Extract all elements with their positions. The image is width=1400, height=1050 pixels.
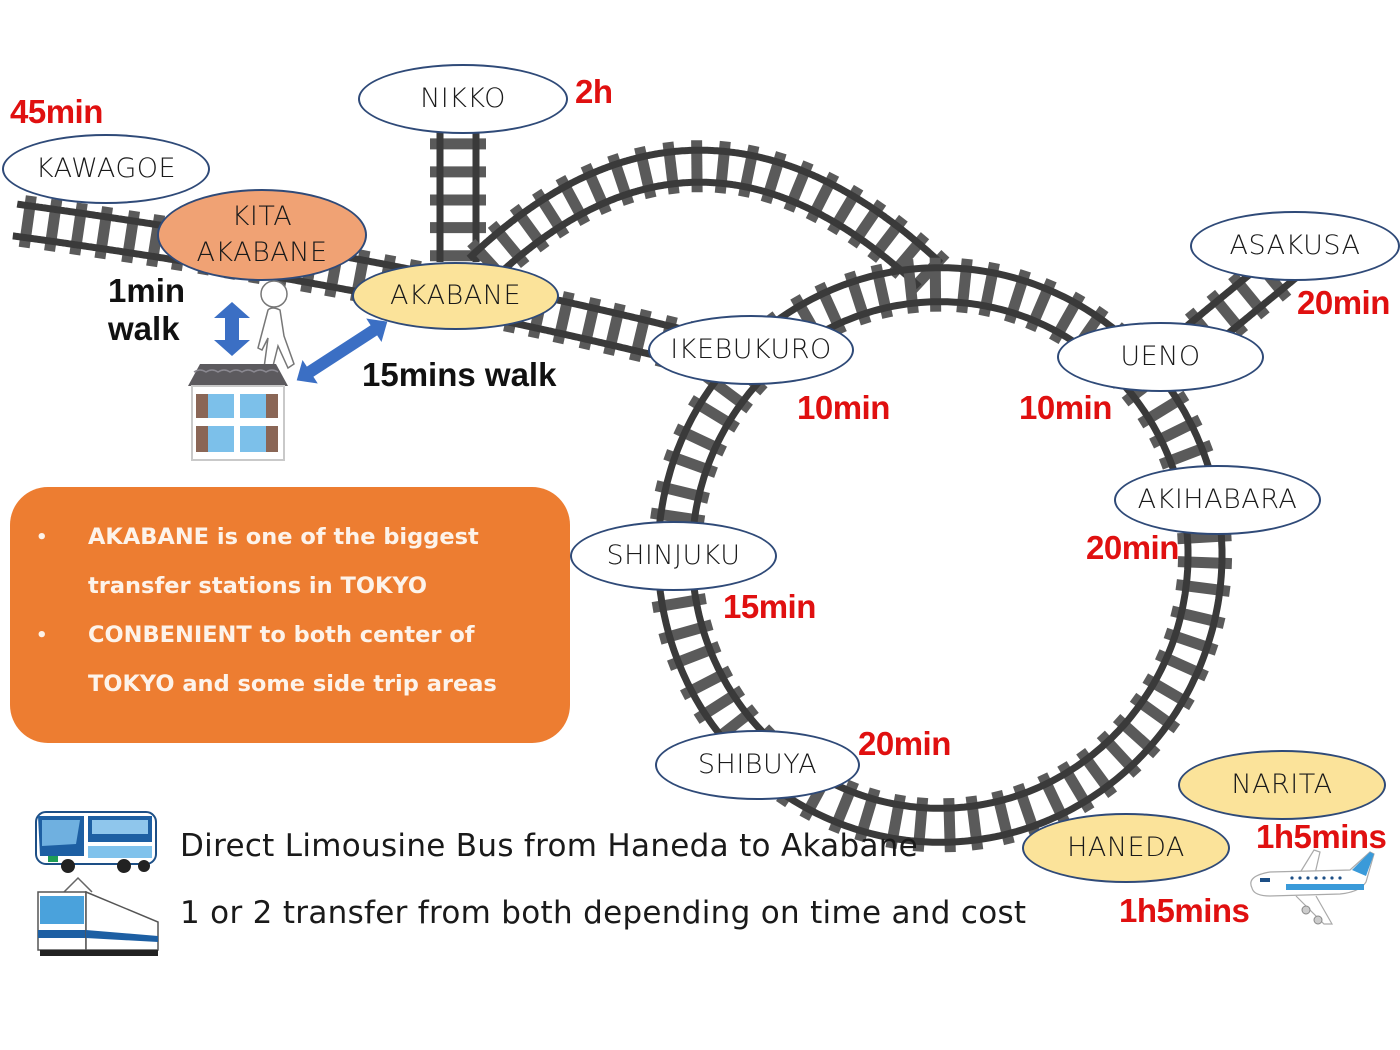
time-shibuya: 20min (858, 725, 951, 762)
station-shinjuku[interactable]: SHINJUKU (570, 521, 777, 591)
station-label: ASAKUSA (1229, 230, 1361, 261)
bullet-marker: • (36, 527, 48, 548)
station-label: NARITA (1231, 769, 1333, 800)
station-ikebukuro[interactable]: IKEBUKURO (648, 315, 854, 385)
station-label: UENO (1120, 341, 1201, 372)
time-kawagoe: 45min (10, 93, 103, 130)
station-label: AKABANE (389, 280, 522, 311)
station-label: IKEBUKURO (670, 334, 832, 365)
bullet-marker: • (36, 625, 48, 646)
walk-label-line1: 1min (108, 272, 186, 309)
info-bullet: • CONBENIENT to both center of TOKYO and… (36, 611, 550, 709)
rail-line (654, 264, 1226, 846)
time-narita: 1h5mins (1256, 818, 1387, 855)
station-label-line1: KITA (231, 201, 293, 232)
time-ikebukuro: 10min (797, 389, 890, 426)
station-label: HANEDA (1067, 832, 1185, 863)
rail-line (16, 200, 705, 338)
station-kawagoe[interactable]: KAWAGOE (2, 134, 210, 204)
double-arrow-diagonal-icon (296, 318, 388, 384)
time-haneda: 1h5mins (1119, 892, 1250, 929)
walk-time-kita-akabane: 1min walk (108, 272, 185, 348)
time-ueno: 10min (1019, 389, 1112, 426)
station-label: NIKKO (420, 83, 506, 114)
walk-label-line2: walk (108, 310, 180, 347)
info-bullet-line1: CONBENIENT to both center of (88, 622, 475, 648)
time-akihabara: 20min (1086, 529, 1179, 566)
legend-bus-text: Direct Limousine Bus from Haneda to Akab… (180, 828, 919, 864)
time-nikko: 2h (575, 73, 613, 110)
station-ueno[interactable]: UENO (1057, 322, 1264, 392)
rail-line (488, 178, 922, 290)
time-asakusa: 20min (1297, 284, 1390, 321)
track-akabane-ueno-arc (466, 140, 950, 296)
time-shinjuku: 15min (723, 588, 816, 625)
walk-time-akabane: 15mins walk (362, 356, 557, 393)
station-label: SHINJUKU (606, 540, 741, 571)
station-label: AKIHABARA (1137, 484, 1298, 515)
station-narita[interactable]: NARITA (1178, 750, 1386, 820)
airplane-icon (1250, 849, 1375, 925)
info-bullet-line1: AKABANE is one of the biggest (88, 524, 479, 550)
info-callout: • AKABANE is one of the biggest transfer… (10, 487, 570, 743)
legend-train-text: 1 or 2 transfer from both depending on t… (180, 895, 1027, 931)
station-kita-akabane[interactable]: KITA AKABANE (157, 189, 367, 281)
house-icon (188, 364, 288, 461)
station-akabane[interactable]: AKABANE (352, 262, 559, 330)
info-bullet-line2: TOKYO and some side trip areas (88, 671, 497, 697)
info-bullet-line2: transfer stations in TOKYO (88, 573, 428, 599)
station-nikko[interactable]: NIKKO (358, 64, 568, 134)
station-label: SHIBUYA (697, 749, 818, 780)
rail-line (466, 146, 944, 266)
train-icon (37, 876, 159, 956)
bus-icon (35, 811, 157, 873)
station-haneda[interactable]: HANEDA (1022, 813, 1230, 883)
station-asakusa[interactable]: ASAKUSA (1190, 211, 1400, 281)
station-shibuya[interactable]: SHIBUYA (655, 730, 860, 800)
station-label-line2: AKABANE (196, 237, 328, 268)
double-arrow-vertical-icon (214, 302, 250, 356)
station-label: KAWAGOE (35, 153, 177, 184)
info-bullet: • AKABANE is one of the biggest transfer… (36, 513, 550, 611)
station-akihabara[interactable]: AKIHABARA (1114, 465, 1321, 535)
walking-person-icon (257, 280, 295, 371)
